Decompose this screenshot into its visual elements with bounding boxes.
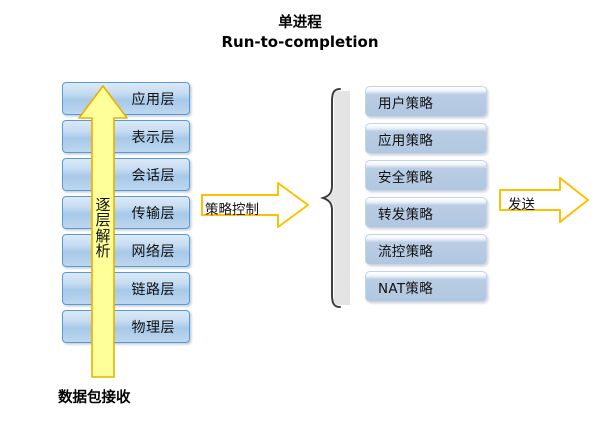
layer-label: 应用层 bbox=[131, 91, 175, 108]
layer-label: 网络层 bbox=[131, 243, 175, 260]
layer-label: 传输层 bbox=[131, 205, 175, 222]
policy-label: 转发策略 bbox=[378, 206, 434, 223]
layer-box-session[interactable]: 会话层 bbox=[62, 158, 190, 191]
upward-arrow-label-char-4: 析 bbox=[95, 241, 111, 260]
policy-box-security[interactable]: 安全策略 bbox=[365, 160, 487, 191]
policy-control-arrow-label: 策略控制 bbox=[205, 202, 259, 218]
policy-label: 应用策略 bbox=[378, 132, 434, 149]
title-line-chinese: 单进程 bbox=[278, 15, 322, 31]
layer-label: 链路层 bbox=[131, 281, 175, 298]
policy-label: 流控策略 bbox=[378, 243, 434, 260]
layer-box-network[interactable]: 网络层 bbox=[62, 234, 190, 267]
layer-box-presentation[interactable]: 表示层 bbox=[62, 120, 190, 153]
policy-stack: 用户策略 应用策略 安全策略 转发策略 流控策略 NAT策略 bbox=[365, 86, 490, 308]
layer-box-datalink[interactable]: 链路层 bbox=[62, 272, 190, 305]
upward-arrow-label: 逐 层 解 析 bbox=[88, 196, 118, 260]
policy-box-nat[interactable]: NAT策略 bbox=[365, 271, 487, 302]
layer-label: 物理层 bbox=[131, 319, 175, 336]
curly-brace-icon bbox=[320, 88, 350, 308]
layer-box-physical[interactable]: 物理层 bbox=[62, 310, 190, 343]
osi-layer-stack: 应用层 表示层 会话层 传输层 网络层 链路层 物理层 bbox=[62, 82, 192, 344]
layer-label: 会话层 bbox=[131, 167, 175, 184]
policy-label: 用户策略 bbox=[378, 95, 434, 112]
policy-label: 安全策略 bbox=[378, 169, 434, 186]
policy-box-forward[interactable]: 转发策略 bbox=[365, 197, 487, 228]
upward-arrow-label-char-1: 逐 bbox=[95, 196, 111, 214]
layer-box-application[interactable]: 应用层 bbox=[62, 82, 190, 115]
upward-arrow-label-char-3: 解 bbox=[95, 226, 111, 245]
page-title: 单进程 Run-to-completion bbox=[170, 14, 430, 52]
send-arrow-label: 发送 bbox=[508, 197, 535, 213]
packet-receive-label: 数据包接收 bbox=[58, 390, 131, 406]
title-line-english: Run-to-completion bbox=[221, 32, 379, 51]
layer-label: 表示层 bbox=[131, 129, 175, 146]
policy-box-flow[interactable]: 流控策略 bbox=[365, 234, 487, 265]
layer-box-transport[interactable]: 传输层 bbox=[62, 196, 190, 229]
policy-box-user[interactable]: 用户策略 bbox=[365, 86, 487, 117]
upward-arrow-label-char-2: 层 bbox=[95, 211, 111, 230]
policy-label: NAT策略 bbox=[378, 280, 434, 297]
policy-box-app[interactable]: 应用策略 bbox=[365, 123, 487, 154]
